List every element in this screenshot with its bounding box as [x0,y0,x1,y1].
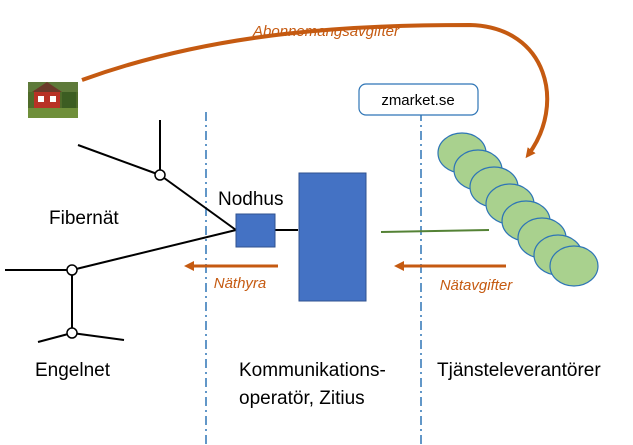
network-junctions [66,169,166,339]
node-house-box [235,213,276,248]
fiber-network-lines [5,120,298,343]
fiber-network-label: Fibernät [49,208,119,229]
junction-node [154,169,166,181]
subscription-fee-arrow [81,22,550,159]
network-fees-label: Nätavgifter [440,277,514,294]
junction-node [66,327,78,339]
subscription-fee-label: Abonnemangsavgifter [252,23,400,40]
operator-label-line1: Kommunikations- [239,360,386,381]
provider-link-line [380,229,490,233]
junction-node [66,264,78,276]
node-house-label: Nodhus [218,189,284,210]
marketplace-label: zmarket.se [381,92,454,109]
house-photo-icon [28,82,78,118]
service-provider-stack [437,132,599,287]
area-label: Engelnet [35,360,111,381]
operator-box [298,172,367,302]
providers-label: Tjänsteleverantörer [437,360,601,381]
operator-label-line2: operatör, Zitius [239,388,365,409]
marketplace-box [358,83,479,116]
provider-ellipse [549,245,599,287]
network-rent-label: Näthyra [214,275,267,292]
